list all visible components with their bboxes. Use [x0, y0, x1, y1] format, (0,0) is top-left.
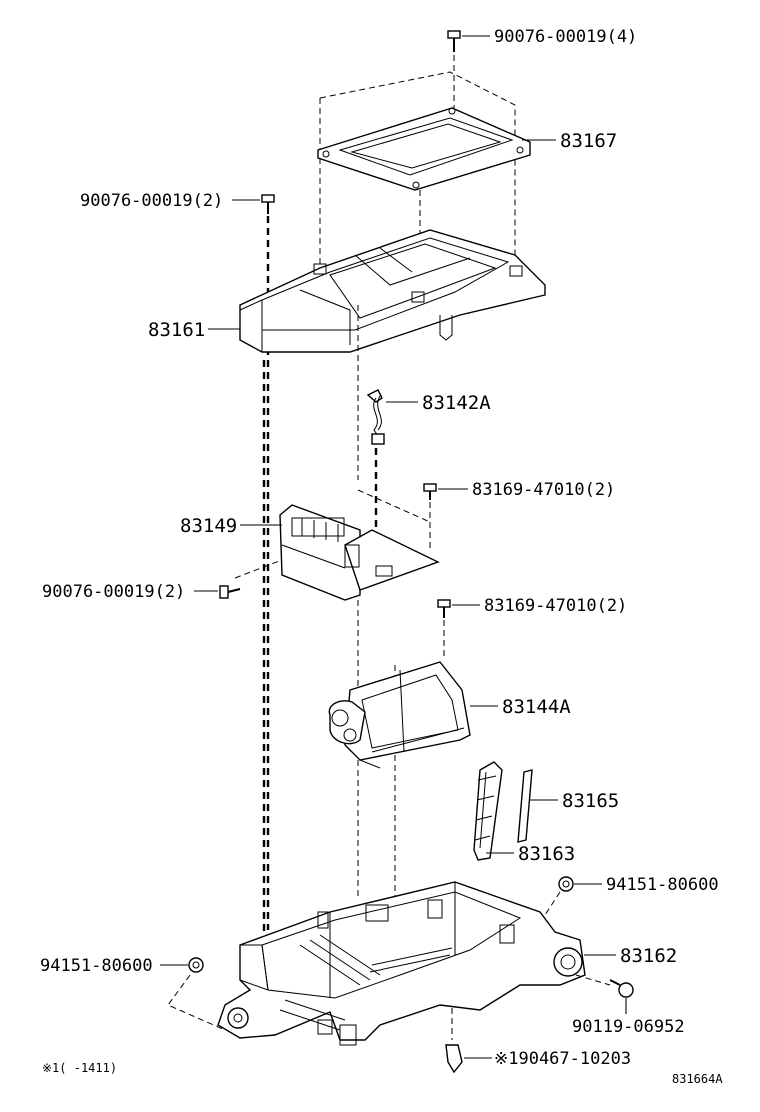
dash-guide: [575, 974, 611, 986]
nut-left-icon: [188, 957, 204, 973]
screw-83169-lower-icon: [437, 599, 451, 618]
callout-screw-83169-upper: 83169-47010(2): [472, 480, 615, 500]
callout-nut-right: 94151-80600: [606, 875, 719, 895]
callout-screw-83169-lower: 83169-47010(2): [484, 596, 627, 616]
nut-right-icon: [558, 876, 574, 892]
dash-guide: [357, 489, 431, 523]
footnote: ※1( -1411): [42, 1061, 117, 1075]
callout-unit-83144a: 83144A: [502, 696, 571, 718]
clip-83163-icon: [473, 761, 503, 861]
screw-left-mid-icon: [219, 585, 241, 599]
callout-wire-83142a: 83142A: [422, 392, 491, 414]
housing-83161-icon: [239, 229, 546, 353]
wire-83142a-icon: [366, 389, 385, 445]
callout-screw-top: 90076-00019(4): [494, 27, 637, 47]
drawing-number: 831664A: [672, 1072, 723, 1086]
callout-screw-left-mid: 90076-00019(2): [42, 582, 185, 602]
callout-clip-83163: 83163: [518, 843, 575, 865]
callout-screw-left-upper: 90076-00019(2): [80, 191, 223, 211]
dash-guide: [234, 559, 283, 579]
plate-83165-icon: [517, 769, 533, 843]
callout-clip-bottom: ※190467-10203: [494, 1049, 631, 1069]
dash-guide: [544, 891, 561, 916]
screw-top-icon: [447, 30, 461, 52]
unit-83144a-icon: [328, 661, 471, 769]
screw-left-upper-icon: [261, 194, 275, 214]
dash-guide: [167, 974, 226, 1031]
screw-83169-upper-icon: [423, 483, 437, 500]
callout-base-83162: 83162: [620, 945, 677, 967]
callout-housing-83161: 83161: [148, 319, 205, 341]
module-83149-icon: [279, 504, 440, 601]
base-83162-icon: [217, 881, 586, 1046]
callout-bracket-83167: 83167: [560, 130, 617, 152]
bracket-83167-icon: [317, 107, 531, 191]
dash-guide: [319, 71, 516, 265]
screw-90119-icon: [609, 979, 634, 998]
callout-screw-90119: 90119-06952: [572, 1017, 685, 1037]
callout-module-83149: 83149: [180, 515, 237, 537]
callout-plate-83165: 83165: [562, 790, 619, 812]
callout-nut-left: 94151-80600: [40, 956, 153, 976]
clip-bottom-icon: [445, 1044, 463, 1074]
